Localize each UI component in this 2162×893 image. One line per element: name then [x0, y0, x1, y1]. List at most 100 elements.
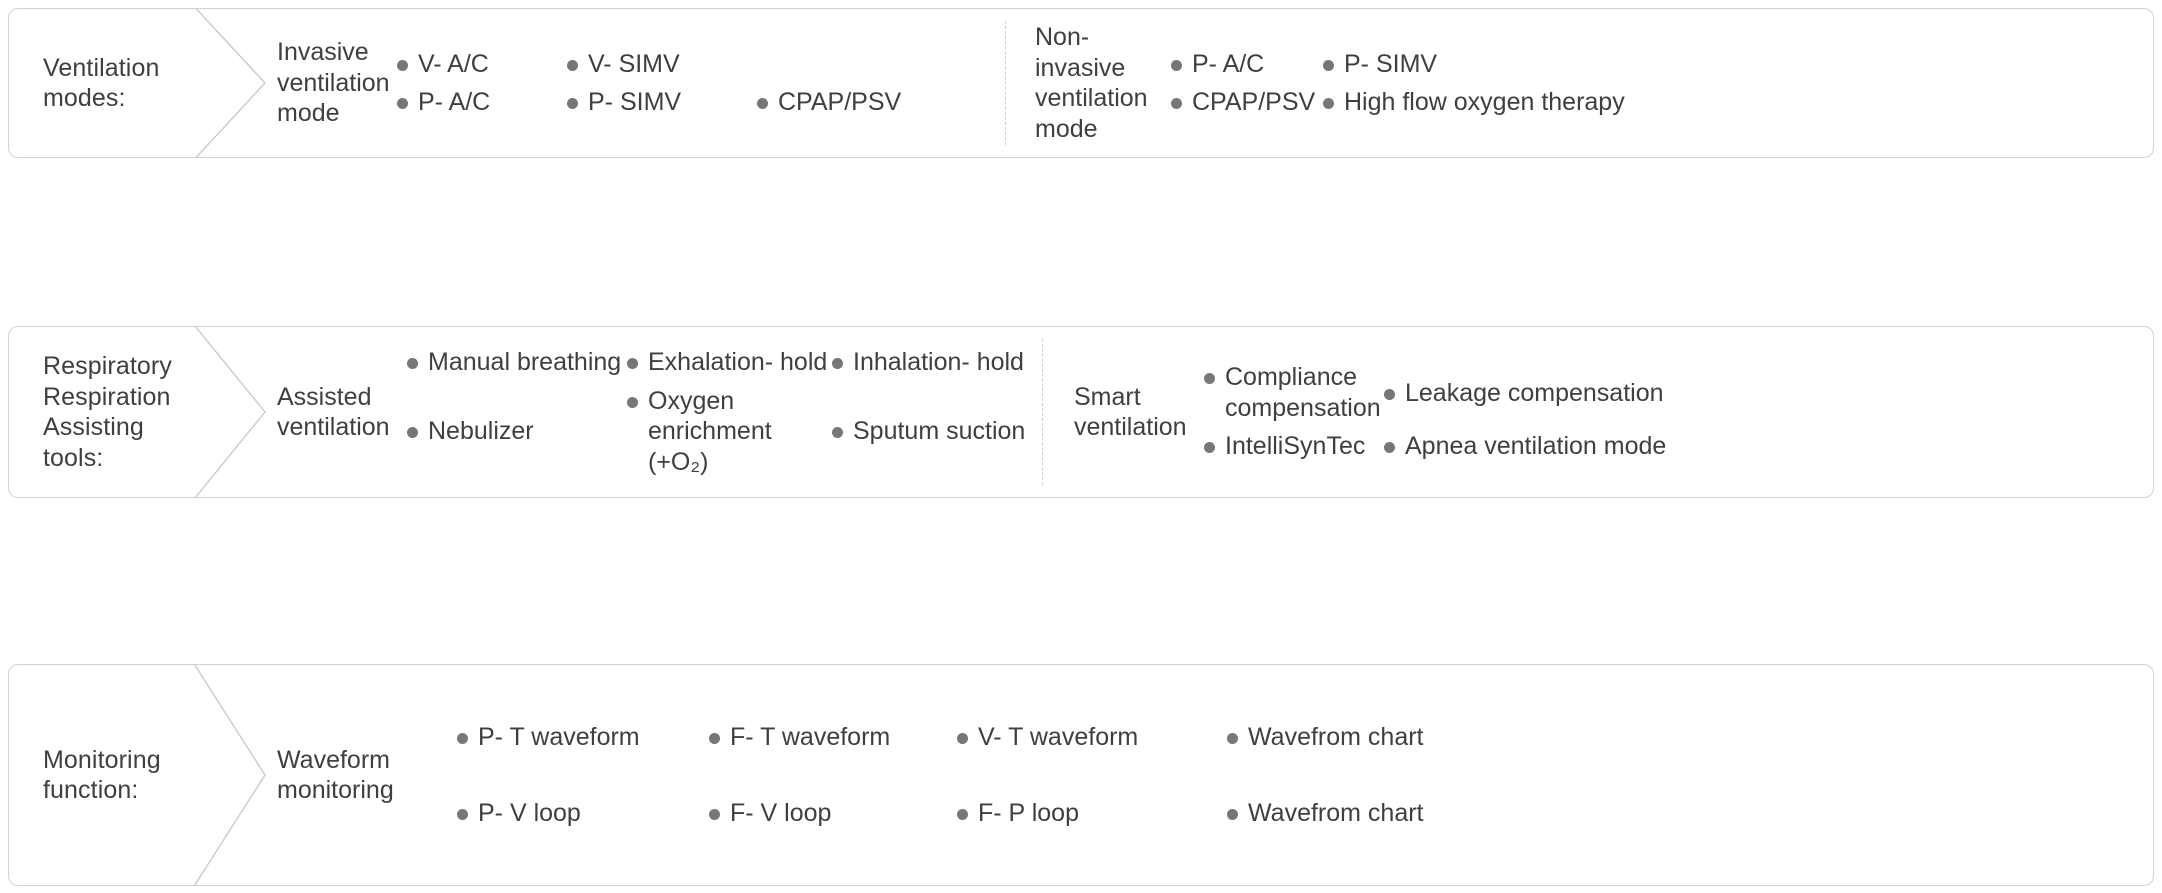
bullet-dot-icon	[832, 427, 843, 438]
group-waveform-monitoring: Waveform monitoring P- T waveform F- T w…	[277, 665, 1424, 885]
feature-item-label: P- T waveform	[478, 722, 640, 751]
feature-item[interactable]: P- SIMV	[567, 83, 757, 122]
feature-item-label: IntelliSynTec	[1225, 432, 1366, 461]
feature-item-label: Apnea ventilation mode	[1405, 432, 1667, 461]
bullet-dot-icon	[627, 396, 638, 408]
bullet-dot-icon	[832, 358, 843, 369]
category-label-text: Ventilation modes:	[43, 53, 160, 113]
bullet-dot-icon	[457, 732, 468, 744]
feature-item-label: CPAP/PSV	[1192, 88, 1316, 116]
group-title: Waveform monitoring	[277, 745, 394, 805]
feature-item-label: V- SIMV	[588, 49, 680, 78]
feature-item[interactable]: CPAP/PSV	[757, 83, 997, 122]
feature-item[interactable]: Manual breathing	[407, 343, 627, 382]
feature-item-label: Manual breathing	[428, 348, 622, 376]
feature-item[interactable]: Nebulizer	[407, 412, 627, 451]
group-title: Assisted ventilation	[277, 382, 390, 442]
group-non-invasive-ventilation-mode: Non- invasive ventilation mode P- A/C P-…	[1005, 9, 1625, 157]
bullet-dot-icon	[957, 809, 968, 820]
bullet-dot-icon	[957, 732, 968, 744]
bullet-dot-icon	[1384, 388, 1395, 400]
feature-item[interactable]: P- SIMV	[1323, 45, 1625, 84]
feature-item-label: F- P loop	[978, 799, 1079, 827]
bullet-dot-icon	[627, 358, 638, 369]
feature-item[interactable]: V- A/C	[397, 45, 567, 84]
feature-item[interactable]: Apnea ventilation mode	[1384, 427, 1666, 466]
feature-item-label: P- SIMV	[1344, 49, 1438, 78]
feature-item-label: CPAP/PSV	[778, 88, 902, 116]
category-label-monitoring-function: Monitoring function:	[9, 665, 231, 885]
category-label-text: Respiratory Respiration Assisting tools:	[43, 352, 172, 472]
feature-item[interactable]: F- V loop	[709, 794, 957, 833]
group-title: Non- invasive ventilation mode	[1035, 23, 1148, 143]
feature-item[interactable]: High flow oxygen therapy	[1323, 83, 1625, 122]
feature-grid: V- A/C V- SIMV P- A/C P- SIMV CPAP/PSV	[397, 45, 997, 122]
group-container: Assisted ventilation Manual breathing Ex…	[231, 327, 2153, 497]
group-container: Waveform monitoring P- T waveform F- T w…	[231, 665, 2153, 885]
bullet-dot-icon	[567, 59, 578, 71]
feature-grid: Manual breathing Exhalation- hold Inhala…	[407, 343, 1032, 481]
feature-item[interactable]: Sputum suction	[832, 412, 1032, 451]
feature-item-label: P- V loop	[478, 799, 581, 827]
feature-item[interactable]: P- V loop	[457, 794, 709, 833]
feature-item-label: High flow oxygen therapy	[1344, 88, 1625, 116]
feature-item[interactable]: V- T waveform	[957, 718, 1227, 757]
feature-grid: P- A/C P- SIMV CPAP/PSV High flow oxygen…	[1171, 45, 1625, 122]
category-label-ventilation-modes: Ventilation modes:	[9, 9, 231, 157]
feature-item-label: Oxygen enrichment (+O₂)	[648, 386, 772, 476]
bullet-dot-icon	[1323, 98, 1334, 109]
feature-item[interactable]: V- SIMV	[567, 45, 757, 84]
group-invasive-ventilation-mode: Invasive ventilation mode V- A/C V- SIMV…	[277, 9, 997, 157]
bullet-dot-icon	[1171, 98, 1182, 109]
group-title: Invasive ventilation mode	[277, 38, 390, 128]
feature-item-label: Wavefrom chart	[1248, 722, 1424, 751]
feature-item[interactable]: Compliance compensation	[1204, 358, 1384, 427]
feature-item-label: V- T waveform	[978, 722, 1139, 751]
feature-item[interactable]: P- A/C	[1171, 45, 1323, 84]
feature-item-label: F- T waveform	[730, 722, 891, 751]
group-container: Invasive ventilation mode V- A/C V- SIMV…	[231, 9, 2153, 157]
feature-item[interactable]: F- T waveform	[709, 718, 957, 757]
feature-item[interactable]: Exhalation- hold	[627, 343, 832, 382]
feature-item-label: Exhalation- hold	[648, 348, 828, 376]
feature-item[interactable]: Wavefrom chart	[1227, 794, 1424, 833]
category-label-respiratory-assisting-tools: Respiratory Respiration Assisting tools:	[9, 327, 231, 497]
feature-item[interactable]: Wavefrom chart	[1227, 718, 1424, 757]
feature-item-label: Sputum suction	[853, 417, 1026, 445]
feature-item-label: Wavefrom chart	[1248, 799, 1424, 827]
feature-item-label: V- A/C	[418, 49, 489, 78]
feature-item[interactable]: P- T waveform	[457, 718, 709, 757]
feature-item[interactable]: IntelliSynTec	[1204, 427, 1384, 466]
bullet-dot-icon	[1204, 373, 1215, 385]
bullet-dot-icon	[397, 98, 408, 109]
feature-item[interactable]: P- A/C	[397, 83, 567, 122]
section-card-ventilation-modes: Ventilation modes: Invasive ventilation …	[8, 8, 2154, 158]
feature-item[interactable]: CPAP/PSV	[1171, 83, 1323, 122]
feature-item-label: Nebulizer	[428, 417, 534, 445]
bullet-dot-icon	[1171, 59, 1182, 71]
feature-item-label: P- SIMV	[588, 88, 682, 116]
bullet-dot-icon	[1227, 809, 1238, 820]
feature-item[interactable]: Leakage compensation	[1384, 374, 1666, 413]
bullet-dot-icon	[709, 732, 720, 744]
group-smart-ventilation: Smart ventilation Compliance compensatio…	[1042, 327, 1666, 497]
feature-item-label: P- A/C	[418, 88, 491, 116]
bullet-dot-icon	[1384, 442, 1395, 454]
feature-item[interactable]: F- P loop	[957, 794, 1227, 833]
feature-item[interactable]: Oxygen enrichment (+O₂)	[627, 382, 832, 482]
bullet-dot-icon	[457, 809, 468, 820]
group-assisted-ventilation: Assisted ventilation Manual breathing Ex…	[277, 327, 1032, 497]
bullet-dot-icon	[709, 809, 720, 820]
bullet-dot-icon	[1323, 59, 1334, 71]
bullet-dot-icon	[757, 98, 768, 109]
feature-item[interactable]: Inhalation- hold	[832, 343, 1032, 382]
group-title: Smart ventilation	[1074, 382, 1187, 442]
section-card-monitoring-function: Monitoring function: Waveform monitoring…	[8, 664, 2154, 886]
bullet-dot-icon	[407, 358, 418, 369]
feature-item-label: P- A/C	[1192, 49, 1265, 78]
bullet-dot-icon	[1204, 442, 1215, 454]
feature-grid: P- T waveform F- T waveform V- T wavefor…	[457, 718, 1424, 833]
bullet-dot-icon	[397, 59, 408, 71]
feature-item-label: Compliance compensation	[1225, 363, 1381, 422]
